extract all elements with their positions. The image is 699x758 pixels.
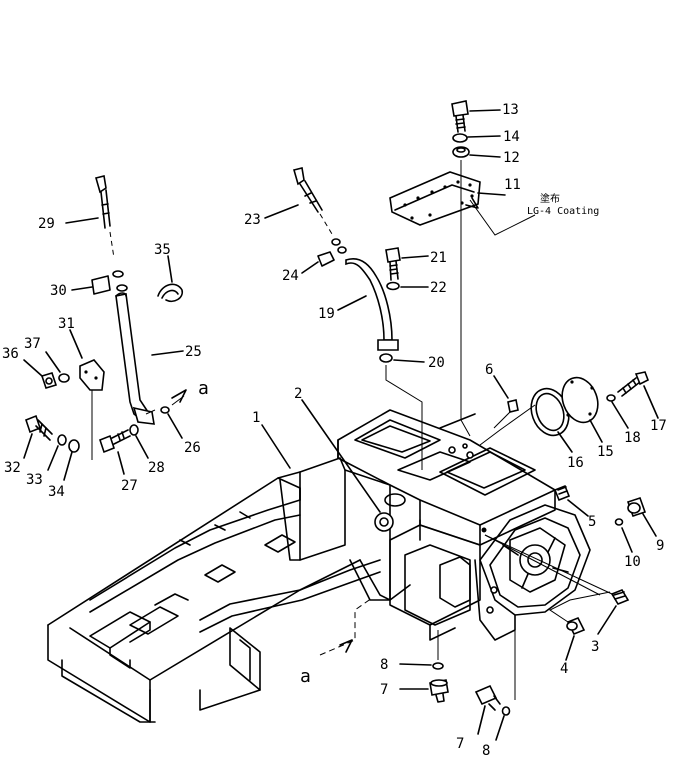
dipstick-23 (264, 167, 333, 235)
plug-9 (626, 496, 657, 537)
nut-36 (23, 359, 58, 389)
tube-19 (337, 258, 399, 351)
label-29: 29 (38, 216, 55, 232)
label-33: 33 (26, 472, 43, 488)
label-17: 17 (650, 418, 667, 434)
label-6: 6 (485, 362, 493, 378)
plug-3 (484, 534, 630, 635)
label-30: 30 (50, 283, 67, 299)
label-5: 5 (588, 514, 596, 530)
plug-7b (474, 684, 501, 735)
part-labels: 1 2 3 4 5 6 7 7 8 8 9 10 11 12 13 14 15 … (2, 102, 667, 758)
coating-kanji: 塗布 (540, 192, 560, 205)
bolt-27 (99, 429, 131, 475)
oring-8a (399, 630, 444, 670)
nut-34 (63, 439, 80, 481)
washer-37 (45, 351, 70, 383)
plug-2 (374, 493, 406, 532)
label-22: 22 (430, 280, 447, 296)
label-12: 12 (503, 150, 520, 166)
label-26: 26 (184, 440, 201, 456)
oring-8b (495, 625, 516, 741)
washer-12 (452, 146, 501, 158)
label-3: 3 (591, 639, 599, 655)
label-7a: 7 (380, 682, 388, 698)
coating-text: LG-4 Coating (527, 206, 599, 217)
label-8a: 8 (380, 657, 388, 673)
plug-6 (493, 375, 519, 429)
label-18: 18 (624, 430, 641, 446)
label-36: 36 (2, 346, 19, 362)
plug-5 (553, 484, 589, 517)
clamp-35 (157, 255, 184, 303)
washer-28 (129, 424, 149, 459)
plug-7a (399, 679, 449, 703)
label-2: 2 (294, 386, 302, 402)
label-16: 16 (567, 455, 584, 471)
leader-16-case (439, 413, 476, 429)
label-4: 4 (560, 661, 568, 677)
leader-1 (261, 424, 291, 469)
tube-25 (115, 292, 184, 425)
label-8b: 8 (482, 743, 490, 758)
label-25: 25 (185, 344, 202, 360)
leader-2 (301, 399, 381, 513)
label-27: 27 (121, 478, 138, 494)
oring-30 (71, 270, 128, 295)
bolt-17 (617, 371, 659, 419)
oring-26 (145, 389, 187, 439)
label-20: 20 (428, 355, 445, 371)
label-23: 23 (244, 212, 261, 228)
bolt-21 (385, 247, 429, 281)
label-14: 14 (503, 129, 520, 145)
bolt-13 (451, 100, 501, 133)
oring-20 (379, 353, 425, 470)
transmission-case (47, 409, 591, 723)
label-11: 11 (504, 177, 521, 193)
label-10: 10 (624, 554, 641, 570)
label-31: 31 (58, 316, 75, 332)
ref-a-bottom: a (300, 666, 311, 687)
label-9: 9 (656, 538, 664, 554)
washer-14 (452, 133, 501, 143)
label-15: 15 (597, 444, 614, 460)
label-24: 24 (282, 268, 299, 284)
label-7b: 7 (456, 736, 464, 752)
plug-4 (549, 591, 611, 661)
cover-plate-11 (389, 171, 536, 236)
dipstick-29 (65, 175, 115, 259)
label-13: 13 (502, 102, 519, 118)
label-34: 34 (48, 484, 65, 500)
label-19: 19 (318, 306, 335, 322)
washer-33 (47, 434, 67, 471)
washer-18 (606, 394, 629, 429)
cover-15 (561, 376, 603, 443)
label-37: 37 (24, 336, 41, 352)
label-35: 35 (154, 242, 171, 258)
bolt-32 (23, 414, 53, 459)
coating-note: 塗布 LG-4 Coating (527, 192, 599, 217)
oring-24 (301, 238, 347, 274)
bracket-31 (69, 329, 105, 460)
ref-a-right: a (198, 378, 209, 399)
label-1: 1 (252, 410, 260, 426)
label-21: 21 (430, 250, 447, 266)
gasket-16 (479, 387, 573, 453)
label-28: 28 (148, 460, 165, 476)
oring-10 (614, 518, 633, 553)
label-32: 32 (4, 460, 21, 476)
washer-22 (386, 281, 429, 291)
